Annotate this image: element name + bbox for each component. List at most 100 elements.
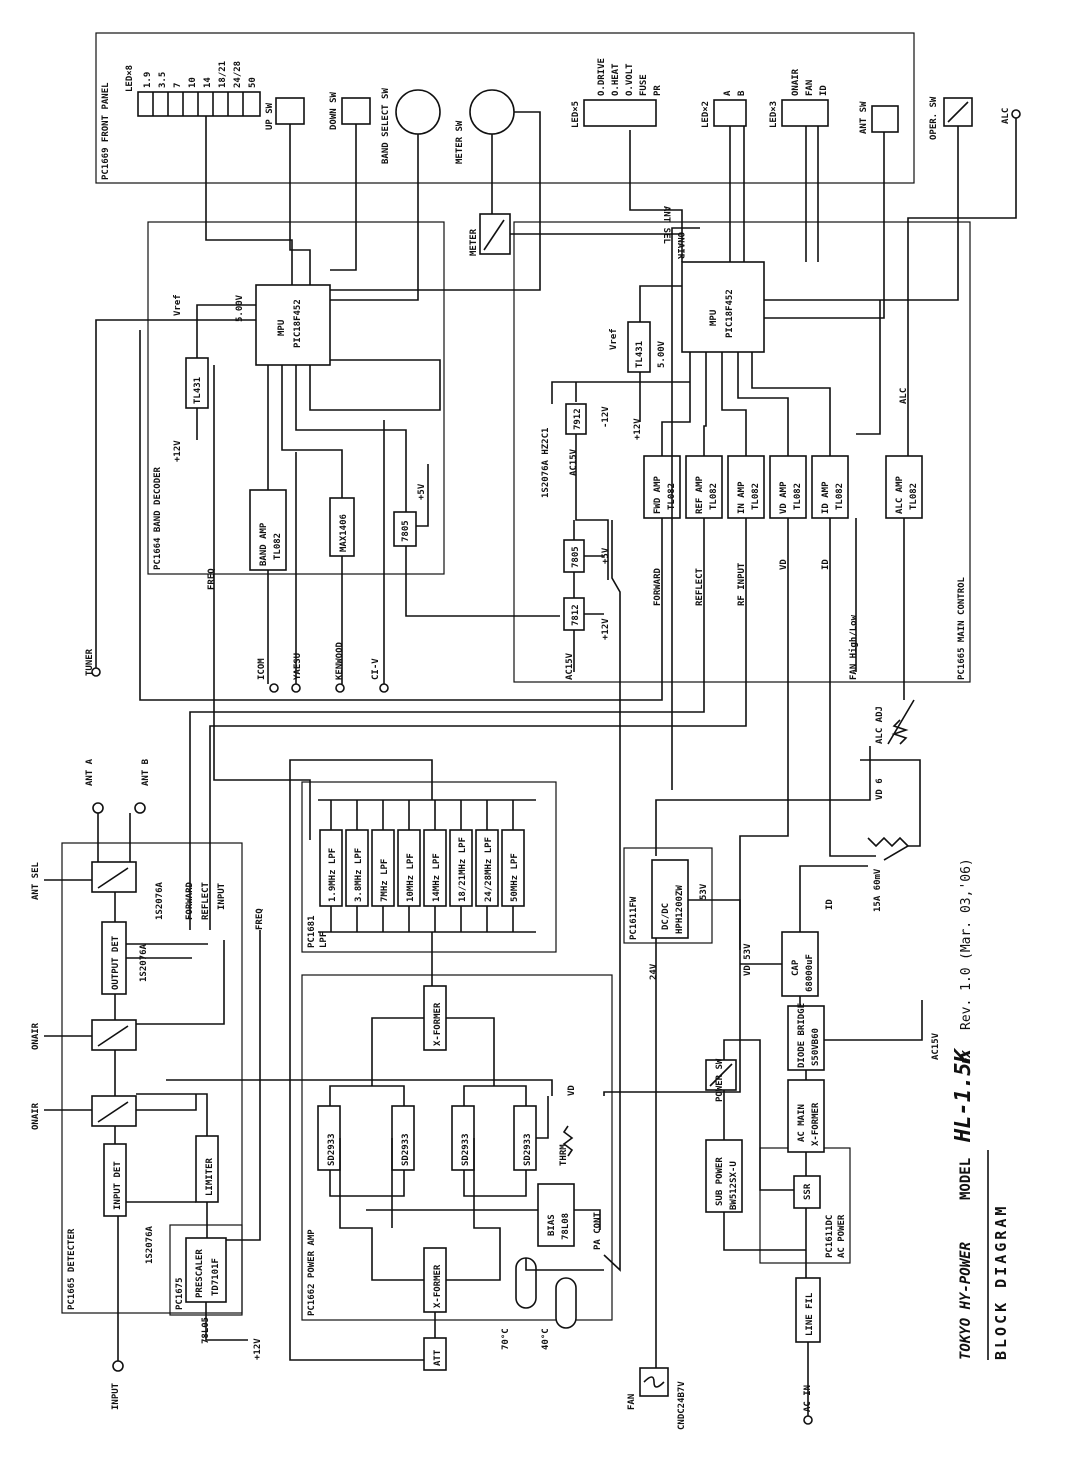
ac-main-box (787, 1079, 825, 1153)
wire (371, 1248, 501, 1281)
wire (205, 1302, 248, 1341)
det-onair1: ONAIR (31, 1102, 41, 1130)
wire (603, 899, 741, 1096)
mc-vd: VD (779, 559, 789, 570)
mc-500v: 5.00V (657, 340, 667, 368)
mc-forward: FORWARD (653, 567, 663, 606)
meter-sw-label: METER SW (455, 120, 465, 164)
det-ant-a: ANT A (85, 758, 95, 786)
bd-12v: +12V (173, 440, 183, 462)
band-label-2: 3.5 (158, 72, 168, 88)
power-amp-board (301, 974, 613, 1321)
att: ATT (433, 1349, 443, 1366)
det-ant-b: ANT B (141, 758, 151, 786)
ant-led-bar (713, 99, 747, 127)
fet-3: SD2933 (461, 1133, 471, 1166)
power-sw: POWER SW (715, 1058, 725, 1102)
thermo-40-switch (555, 1277, 577, 1329)
pw-id: ID (825, 899, 835, 910)
wire (829, 518, 876, 857)
band-select-knob (395, 89, 441, 135)
wire (281, 365, 343, 498)
wire (329, 1085, 527, 1106)
mc-ref-amp: REF AMP (695, 475, 705, 514)
fuse: 15A 60mV (873, 868, 883, 912)
misc-label-onair: ONAIR (791, 68, 801, 96)
mc-alc-amp-chip: TL082 (909, 483, 919, 510)
wire (721, 352, 747, 456)
fan-blade (643, 1376, 665, 1388)
band-label-5: 14 (203, 77, 213, 88)
ant-led-b: B (737, 90, 747, 96)
lpf-label-1: 1.9MHz LPF (328, 848, 338, 902)
lpf-board-label: PC1681 (307, 915, 317, 948)
mc-alc-label: ALC (899, 388, 909, 404)
main-control-board (513, 221, 971, 683)
kenwood-terminal (335, 683, 345, 693)
wire (751, 352, 831, 456)
wire (136, 1079, 553, 1111)
wire (330, 800, 514, 830)
band-decoder-label: PC1664 BAND DECODER (153, 466, 163, 570)
ac-in-terminal (803, 1415, 813, 1425)
bd-kenwood: KENWOOD (335, 641, 345, 680)
wire (330, 134, 419, 301)
ac-xformer: X-FORMER (811, 1102, 821, 1146)
lpf-filter-2: 3.8MHz LPF (345, 829, 369, 907)
alc-terminal (1011, 109, 1021, 119)
led-ant-label: LED×2 (701, 101, 711, 128)
wire (764, 126, 959, 301)
bd-7805-box (393, 511, 417, 547)
wire (907, 118, 1017, 456)
band-led-bar (137, 91, 261, 117)
lpf-filter-4: 10MHz LPF (397, 829, 421, 907)
mc-reflect: REFLECT (695, 567, 705, 606)
cap-box (781, 931, 819, 997)
bridge-chip: S50VB60 (811, 1028, 821, 1066)
prescaler: PRESCALER (195, 1249, 205, 1298)
mc-7812: 7812 (571, 604, 581, 626)
meter-select-knob (469, 89, 515, 135)
mc-mpu-box (681, 261, 765, 353)
det-freq: FREQ (255, 908, 265, 930)
wire (416, 464, 429, 527)
input-terminal (112, 1360, 124, 1372)
ant-a-terminal (92, 802, 104, 814)
lpf-label-8: 50MHz LPF (510, 853, 520, 902)
det-diode2: 1S2076A (139, 943, 149, 982)
wire (723, 1039, 794, 1191)
status-label-4: FUSE (639, 74, 649, 96)
bd-max1406-box (329, 497, 355, 557)
ant-sw-label: ANT SW (859, 101, 869, 134)
det-diode1: 1S2076A (145, 1225, 155, 1264)
maker-name: TOKYO HY-POWER (958, 1242, 974, 1360)
bd-tuner: TUNER (85, 648, 95, 676)
ssr: SSR (803, 1183, 813, 1200)
wire (330, 124, 357, 271)
power-amp-label: PC1662 POWER AMP (307, 1229, 317, 1316)
status-label-5: PR (653, 85, 663, 96)
wire (126, 940, 225, 1025)
sub-power-chip: BW512SX-U (729, 1161, 739, 1210)
mc-7912: 7912 (573, 408, 583, 430)
bd-mpu-box (255, 284, 331, 366)
mc-12v: +12V (633, 418, 643, 440)
wire (737, 352, 789, 456)
mc-vd-amp-chip: TL082 (793, 483, 803, 510)
lpf-label-5: 14MHz LPF (432, 853, 442, 902)
lpf-label-4: 10MHz LPF (406, 853, 416, 902)
mc-fwd-amp: FWD AMP (653, 475, 663, 514)
mc-alc-amp: ALC AMP (895, 475, 905, 514)
fet-2: SD2933 (401, 1133, 411, 1166)
bd-mpu: MPU (277, 320, 287, 336)
mc-ref-amp-chip: TL082 (709, 483, 719, 510)
bd-mpu-chip: PIC18F452 (293, 299, 303, 348)
wire (723, 1212, 806, 1251)
wire (703, 352, 707, 456)
fan-model: CNDC24B7V (677, 1381, 687, 1430)
det-onair2: ONAIR (31, 1022, 41, 1050)
wire (799, 996, 923, 1080)
cap-val: 68000uF (805, 954, 815, 992)
det-diode3: 1S2076A (155, 881, 165, 920)
band-label-8: 50 (248, 77, 258, 88)
